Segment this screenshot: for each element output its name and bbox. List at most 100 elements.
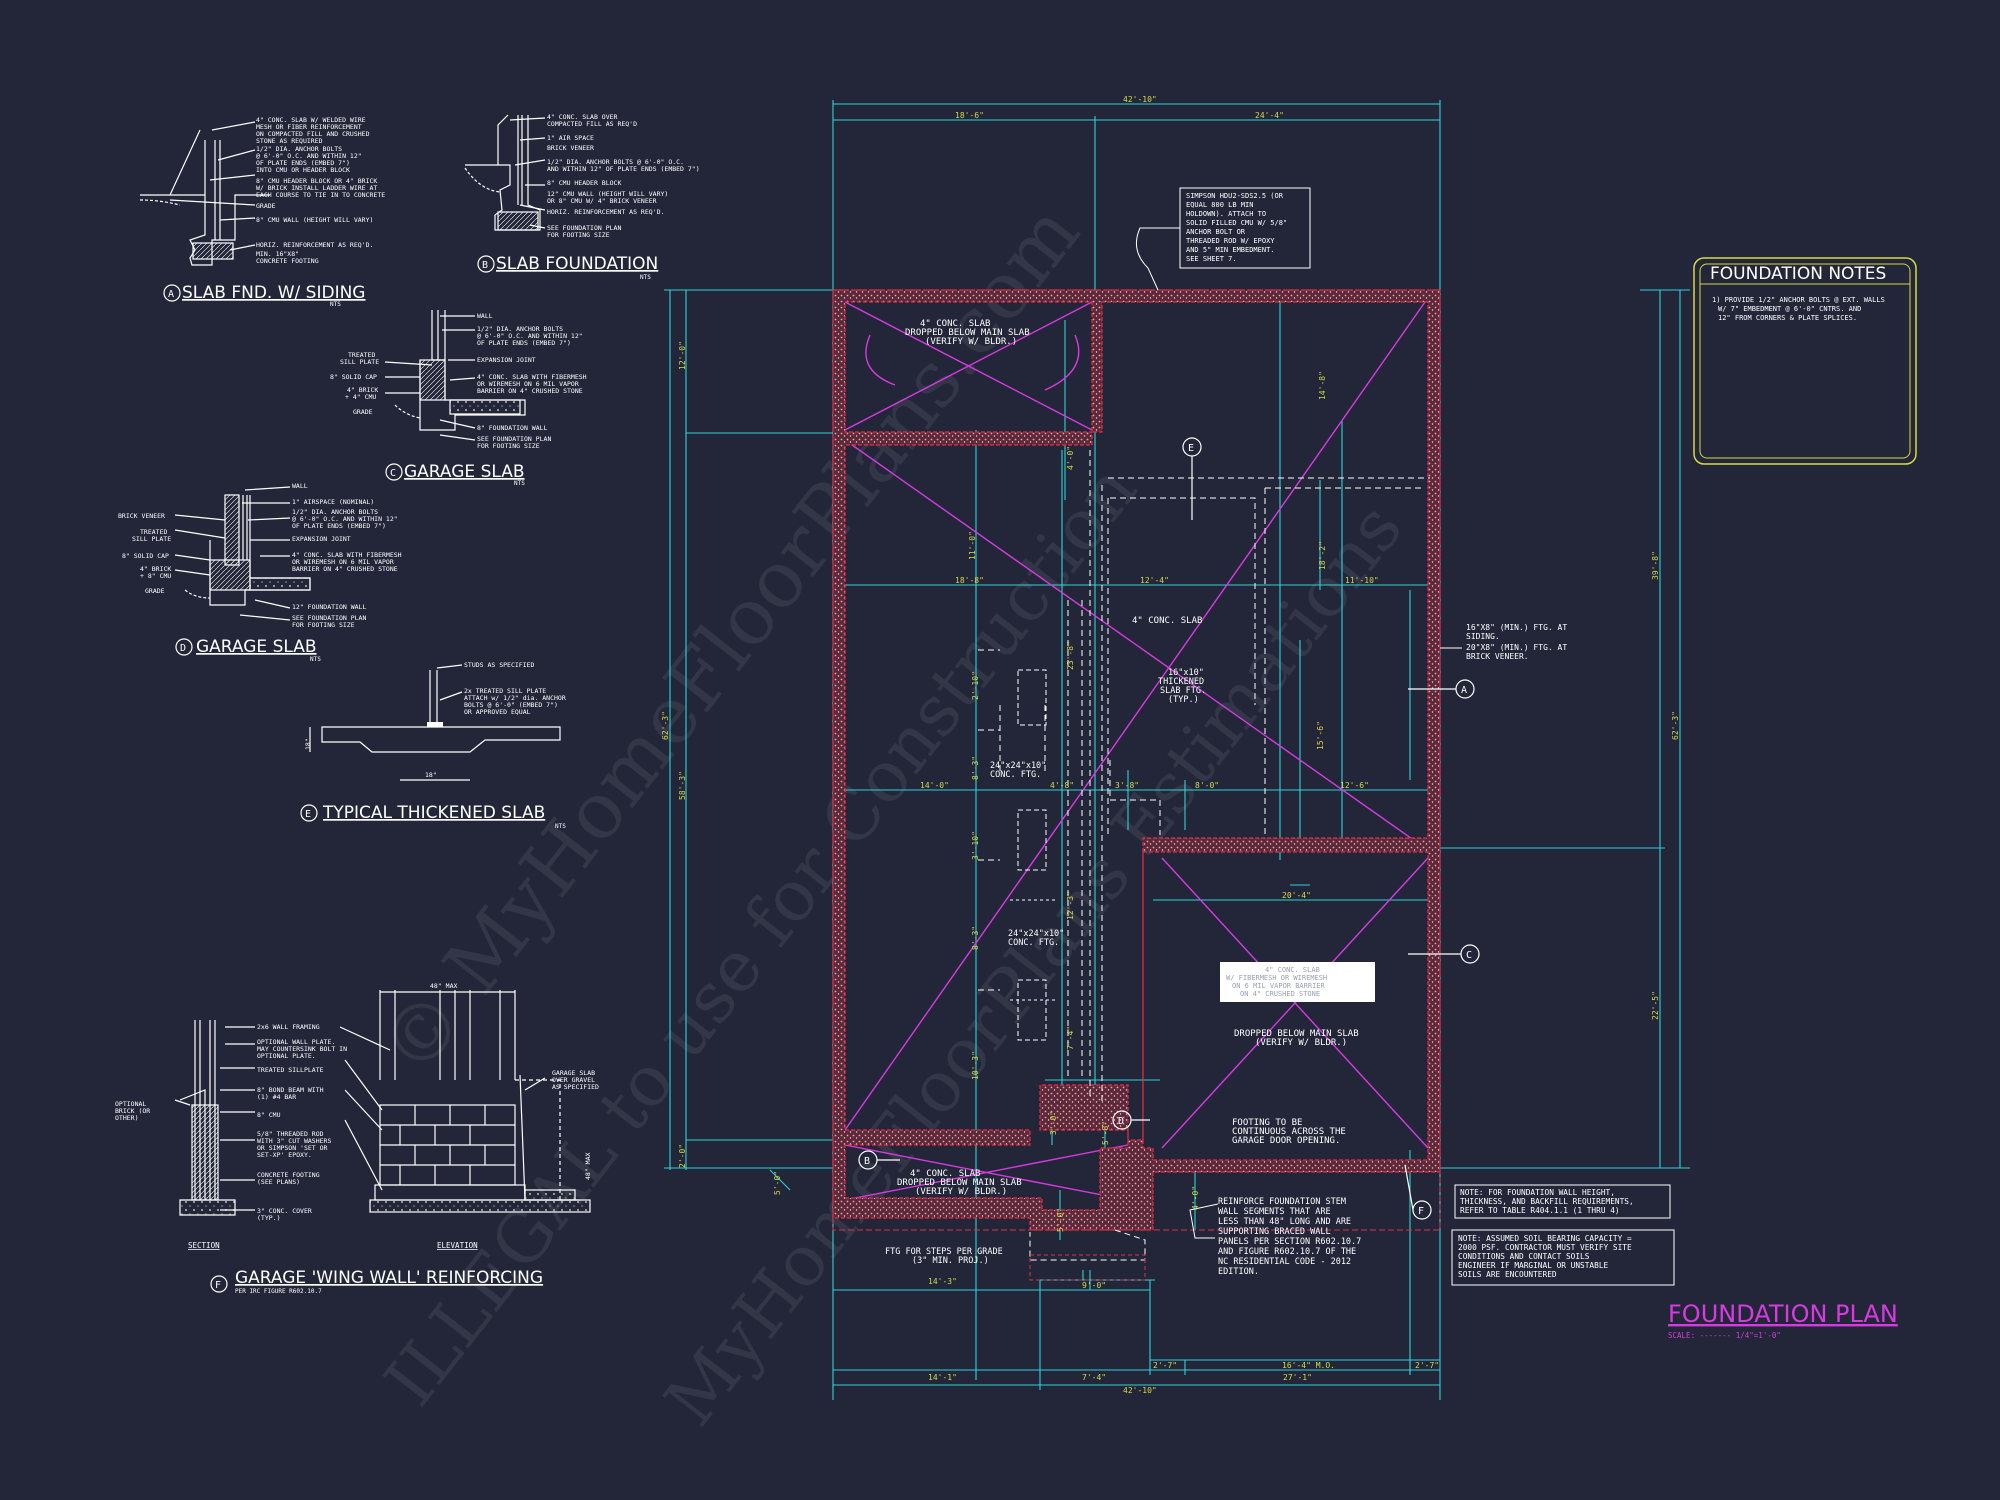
detail-a-note: 4" CONC. SLAB W/ WELDED WIRE	[256, 116, 366, 124]
detail-b-note: 1/2" DIA. ANCHOR BOLTS @ 6'-0" O.C.	[547, 158, 684, 166]
dim-bottom: 14'-3"	[928, 1277, 957, 1286]
dimension-lines	[664, 100, 1690, 1400]
note1-box	[1454, 1184, 1671, 1219]
detail-c-tag: C	[390, 468, 396, 479]
detail-c-note: 8" FOUNDATION WALL	[477, 424, 548, 432]
detail-a-note: W/ BRICK INSTALL LADDER WIRE AT	[256, 184, 377, 192]
detail-d-left-note: TREATED	[140, 528, 167, 536]
detail-e-tag-circle	[300, 804, 318, 822]
callout-a: A	[1461, 685, 1467, 696]
simpson-line: SIMPSON HDU2-SDS2.5 (OR	[1186, 192, 1284, 200]
detail-d-notes: WALL 1" AIRSPACE (NOMINAL) 1/2" DIA. ANC…	[118, 482, 402, 663]
simpson-line: SEE SHEET 7.	[1186, 255, 1237, 263]
dim-interior: 14'-8"	[1318, 371, 1327, 400]
dim-bottom: 9'-0"	[1082, 1281, 1106, 1290]
detail-d-note: FOR FOOTING SIZE	[292, 621, 355, 629]
detail-d-left-note: 8" SOLID CAP	[122, 552, 169, 560]
dimension-text: 42'-10" 18'-6" 24'-4" 14'-1" 9'-0" 14'-3…	[661, 95, 1680, 1395]
detail-a	[139, 121, 270, 266]
simpson-line: SOLID FILLED CMU W/ 5/8"	[1186, 219, 1287, 227]
detail-f-note: 8" CMU	[257, 1111, 281, 1119]
dim-bottom: 16'-4" M.O.	[1282, 1361, 1335, 1370]
dim-right: 22'-5"	[1651, 991, 1660, 1020]
detail-e-tag: E	[305, 809, 311, 820]
detail-c-note: 1/2" DIA. ANCHOR BOLTS	[477, 325, 563, 333]
detail-d-note: EXPANSION JOINT	[292, 535, 351, 543]
reinforce-note: LESS THAN 48" LONG AND ARE	[1218, 1217, 1351, 1227]
detail-a-note: GRADE	[256, 202, 276, 210]
note2-line: NOTE: ASSUMED SOIL BEARING CAPACITY =	[1458, 1234, 1632, 1243]
simpson-line: EQUAL 800 LB MIN	[1186, 201, 1253, 209]
ftg-right-note: 20"X8" (MIN.) FTG. AT	[1466, 643, 1567, 652]
reinforce-note: PANELS PER SECTION R602.10.7	[1218, 1237, 1361, 1247]
garage-box-note: W/ FIBERMESH OR WIREMESH	[1226, 974, 1327, 982]
thickened-note: 16"x10"	[1168, 668, 1204, 678]
detail-d-left-note: + 8" CMU	[140, 572, 171, 580]
detail-f-note: OPTIONAL PLATE.	[257, 1052, 316, 1060]
foundation-walls	[832, 289, 1441, 1231]
detail-f-right-note: GARAGE SLAB	[552, 1069, 595, 1077]
detail-d-note: 4" CONC. SLAB WITH FIBERMESH	[292, 551, 402, 559]
slab-diagonals	[844, 301, 1429, 1201]
notes-inner-border	[1699, 263, 1911, 459]
detail-b-tag: B	[482, 260, 488, 271]
thickened-note: THICKENED	[1158, 677, 1204, 687]
detail-c-note: OR WIREMESH ON 6 MIL VAPOR	[477, 380, 579, 388]
dim-left: 12'-0"	[678, 341, 687, 370]
detail-a-note: 8" CMU HEADER BLOCK OR 4" BRICK	[256, 177, 377, 185]
center-slab-note: 4" CONC. SLAB	[1132, 616, 1202, 626]
notes-line: W/ 7" EMBEDMENT @ 6'-0" CNTRS. AND	[1718, 305, 1861, 313]
garage-slab-note-box	[1220, 962, 1375, 1002]
callouts	[858, 437, 1480, 1220]
detail-f-right-note: AS SPECIFIED	[552, 1083, 599, 1091]
detail-c-note: BARRIER ON 4" CRUSHED STONE	[477, 387, 583, 395]
dim-interior: 5'-8"	[1101, 1121, 1110, 1145]
detail-c-nts: NTS	[514, 480, 525, 487]
detail-b-note: OR 8" CMU W/ 4" BRICK VENEER	[547, 197, 657, 205]
detail-b	[464, 114, 546, 231]
detail-e-note: BOLTS @ 6'-0" (EMBED 7")	[464, 701, 558, 709]
detail-f-label: 48" MAX	[430, 982, 457, 990]
garage-box-note: 4" CONC. SLAB	[1265, 966, 1320, 974]
detail-a-title: SLAB FND. W/ SIDING	[182, 283, 365, 303]
dim-interior: 18'-2"	[1318, 541, 1327, 570]
garage-box-note: ON 4" CRUSHED STONE	[1240, 990, 1320, 998]
detail-f-left-note: OPTIONAL	[115, 1100, 146, 1108]
detail-d-note: 1/2" DIA. ANCHOR BOLTS	[292, 508, 378, 516]
detail-a-note: INTO CMU OR HEADER BLOCK	[256, 166, 350, 174]
detail-c-left-note: 8" SOLID CAP	[330, 373, 377, 381]
callout-e: E	[1188, 443, 1194, 454]
detail-b-note: BRICK VENEER	[547, 144, 594, 152]
detail-e-dim: 18"	[425, 771, 437, 779]
detail-d-left-note: BRICK VENEER	[118, 512, 165, 520]
detail-c-left-note: SILL PLATE	[340, 358, 379, 366]
detail-e	[309, 664, 561, 781]
detail-d-note: WALL	[292, 482, 308, 490]
dim-interior: 2'-10"	[971, 671, 980, 700]
dim-interior: 10'-3"	[971, 1051, 980, 1080]
garage-footing-note: FOOTING TO BE	[1232, 1118, 1302, 1128]
plan-notes: 4" CONC. SLAB DROPPED BELOW MAIN SLAB (V…	[885, 319, 1567, 1281]
detail-e-dim: 18"	[304, 738, 312, 750]
notes-line: 1) PROVIDE 1/2" ANCHOR BOLTS @ EXT. WALL…	[1712, 296, 1885, 304]
note1-line: REFER TO TABLE R404.1.1 (1 THRU 4)	[1460, 1206, 1620, 1215]
dim-interior: 3'-0"	[1049, 1111, 1058, 1135]
dim-interior: 12'-3"	[1066, 891, 1075, 920]
detail-a-note: MIN. 16"X8"	[256, 250, 299, 258]
detail-a-note: 8" CMU WALL (HEIGHT WILL VARY)	[256, 216, 373, 224]
pier-ftg-note: CONC. FTG.	[1008, 938, 1059, 948]
steps-note: FTG FOR STEPS PER GRADE	[885, 1247, 1003, 1257]
detail-a-note: HORIZ. REINFORCEMENT AS REQ'D.	[256, 241, 373, 249]
dim-interior: 15'-6"	[1316, 721, 1325, 750]
pier-ftg-note: CONC. FTG.	[990, 770, 1041, 780]
simpson-line: ANCHOR BOLT OR	[1186, 228, 1246, 236]
detail-f-label: SECTION	[188, 1241, 220, 1250]
ftg-right-note: BRICK VENEER.	[1466, 652, 1529, 661]
detail-c-note: EXPANSION JOINT	[477, 356, 536, 364]
detail-a-tag-circle	[163, 284, 181, 302]
dim-right: 39'-8"	[1651, 551, 1660, 580]
dim-interior: 18'-8"	[955, 576, 984, 585]
dim-left: 2'-0"	[678, 1144, 687, 1168]
garage-footing-note: GARAGE DOOR OPENING.	[1232, 1136, 1340, 1146]
